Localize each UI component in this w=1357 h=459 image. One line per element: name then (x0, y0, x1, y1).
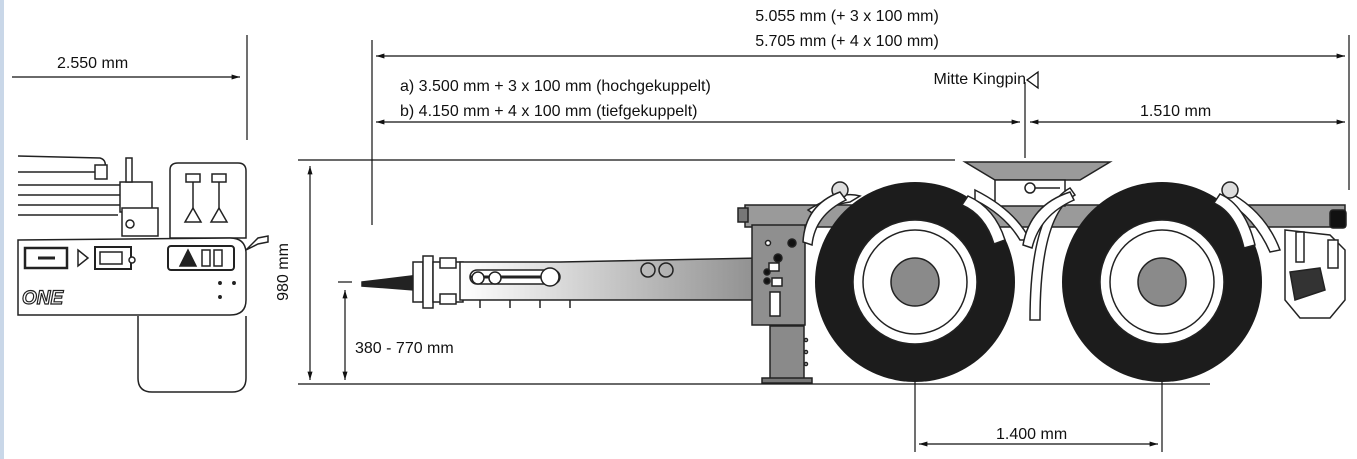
front-view (17, 155, 269, 393)
drawbar-label-a: a) 3.500 mm + 3 x 100 mm (hochgekuppelt) (400, 78, 711, 95)
drawbar-label-b: b) 4.150 mm + 4 x 100 mm (tiefgekuppelt) (400, 103, 698, 120)
kingpin-rear-label: 1.510 mm (1140, 103, 1212, 120)
width-label: 2.550 mm (57, 55, 129, 72)
front-brand-text: ONE (22, 288, 65, 309)
left-edge-strip (0, 0, 4, 459)
wheel-rear-axle (1062, 182, 1262, 382)
wheel-front-axle (815, 182, 1015, 382)
fender-fronts (802, 191, 1256, 249)
kingpin-marker-icon (1025, 70, 1039, 90)
kingpin-label: Mitte Kingpin (933, 71, 1027, 88)
overall-length-label-b: 5.705 mm (+ 4 x 100 mm) (755, 33, 939, 50)
overall-length-label-a: 5.055 mm (+ 3 x 100 mm) (755, 8, 939, 25)
coupling-height-label: 380 - 770 mm (355, 340, 454, 357)
axle-spacing-label: 1.400 mm (996, 426, 1068, 443)
height-label: 980 mm (275, 243, 292, 301)
drawbar (361, 255, 761, 309)
